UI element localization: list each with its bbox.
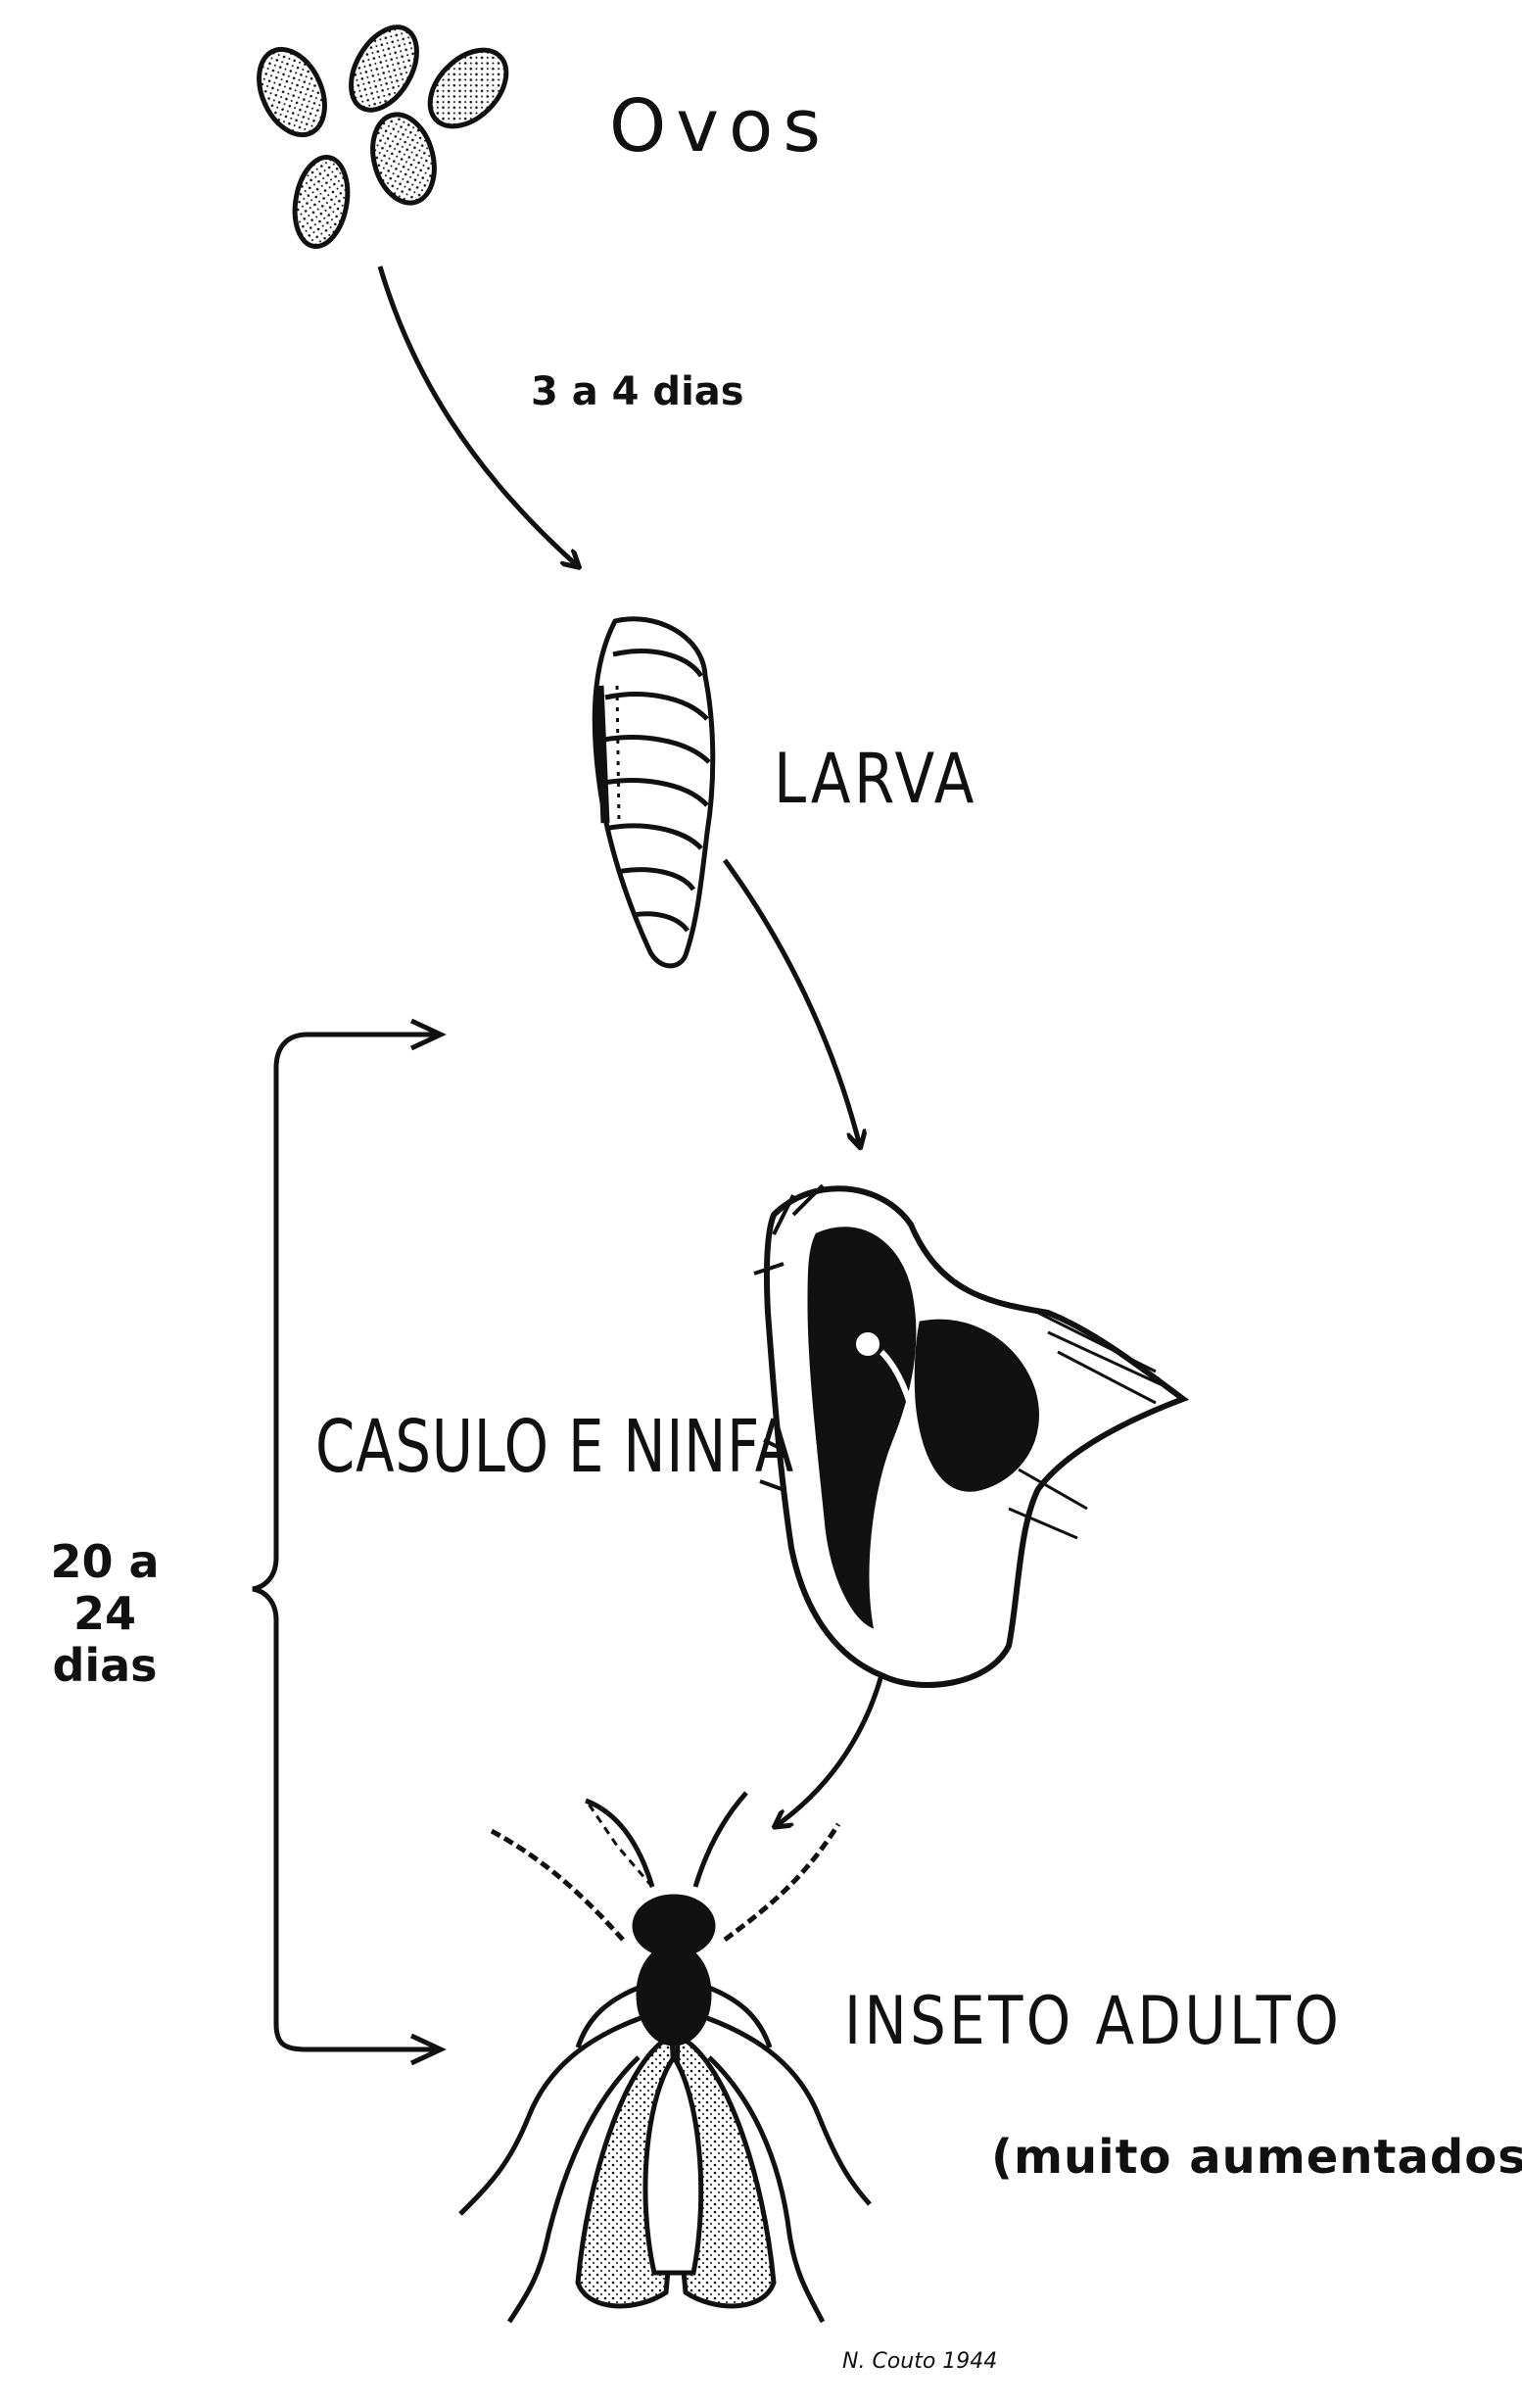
duration-label-cocoon-to-adult: 20 a 24 dias <box>22 1536 188 1692</box>
duration-brace <box>253 1021 441 2063</box>
stage-label-cocoon: CASULO E NINFA <box>315 1411 794 1483</box>
artist-signature: N. Couto 1944 <box>842 2351 997 2373</box>
arrow-eggs-to-larva <box>380 266 578 566</box>
arrow-cocoon-to-adult <box>776 1675 881 1826</box>
egg <box>288 153 354 251</box>
cocoon-illustration <box>754 1185 1183 1685</box>
magnification-note: (muito aumentados) <box>991 2134 1522 2181</box>
egg <box>338 16 430 121</box>
adult-insect-illustration <box>460 1793 870 2322</box>
larva-illustration <box>595 619 713 966</box>
egg <box>415 35 520 140</box>
arrow-larva-to-cocoon <box>725 860 860 1146</box>
stage-label-adult: INSETO ADULTO <box>844 1989 1342 2055</box>
duration-label-egg-to-larva: 3 a 4 dias <box>531 372 744 411</box>
egg <box>363 108 444 210</box>
egg <box>246 39 337 146</box>
stage-label-larva: LARVA <box>774 745 977 813</box>
eggs-illustration <box>246 16 520 251</box>
stage-label-eggs: Ovos <box>609 90 831 163</box>
